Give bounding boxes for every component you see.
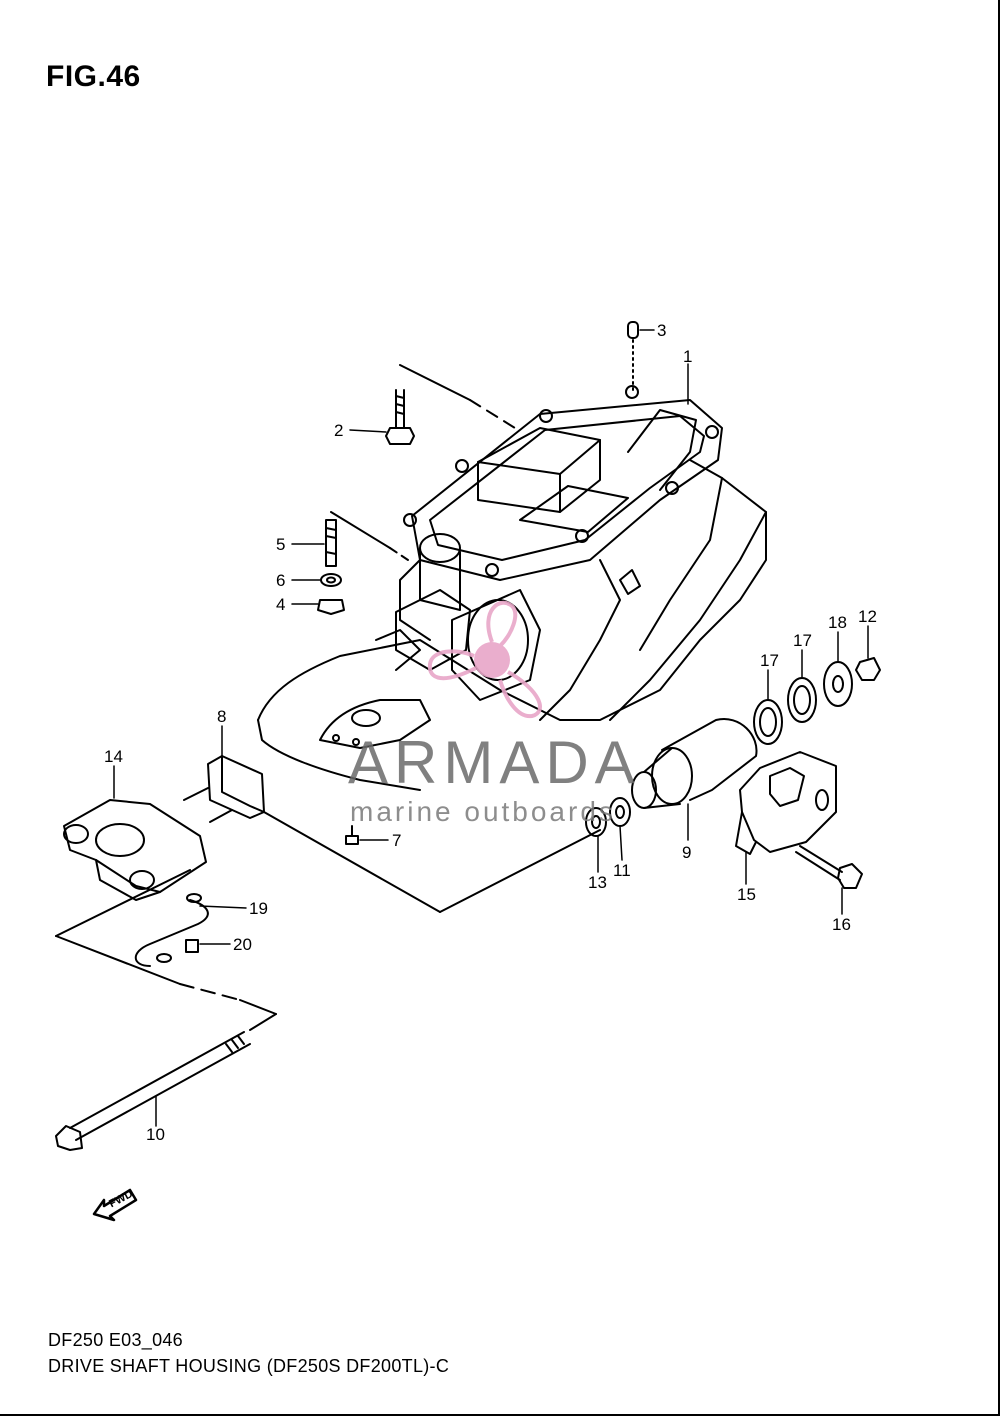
watermark-brand-name: ARMADA — [348, 729, 641, 796]
callout-7: 7 — [392, 831, 401, 850]
cover-bolt-part — [795, 845, 863, 889]
small-bolt-part — [345, 825, 359, 845]
mount-cover-part — [735, 751, 837, 855]
washer-pair-part — [585, 797, 631, 837]
callout-3: 3 — [657, 321, 666, 340]
mount-rubber-part — [631, 718, 758, 809]
callout-8: 8 — [217, 707, 226, 726]
callout-14: 14 — [104, 747, 123, 766]
callout-numbers: 3 1 2 5 6 4 7 8 14 9 11 13 15 16 17 17 1… — [104, 321, 877, 1144]
fwd-label: FWD — [107, 1188, 135, 1210]
ground-wire-part — [134, 893, 209, 967]
callout-13: 13 — [588, 873, 607, 892]
callout-17a: 17 — [760, 651, 779, 670]
callout-12: 12 — [858, 607, 877, 626]
fwd-arrow-icon — [92, 1188, 138, 1222]
callout-16: 16 — [832, 915, 851, 934]
dowel-pin-part — [627, 321, 639, 391]
callout-15: 15 — [737, 885, 756, 904]
watermark-tagline: marine outboards — [350, 796, 616, 827]
drive-shaft-housing-part — [257, 385, 767, 791]
footer-description: DRIVE SHAFT HOUSING (DF250S DF200TL)-C — [48, 1356, 450, 1376]
callout-19: 19 — [249, 899, 268, 918]
callout-2: 2 — [334, 421, 343, 440]
housing-bolt-part — [385, 364, 516, 445]
callout-17b: 17 — [793, 631, 812, 650]
watermark-propeller-icon — [427, 600, 542, 719]
callout-18: 18 — [828, 613, 847, 632]
callout-10: 10 — [146, 1125, 165, 1144]
long-bolt-part — [55, 1013, 277, 1151]
callout-1: 1 — [683, 347, 692, 366]
callout-9: 9 — [682, 843, 691, 862]
callout-6: 6 — [276, 571, 285, 590]
grommet-part — [183, 755, 601, 913]
footer-diagram-code: DF250 E03_046 — [48, 1330, 183, 1350]
callout-leaders — [113, 329, 869, 1127]
clamp-bracket-part — [55, 799, 277, 1015]
callout-11: 11 — [613, 861, 631, 880]
callout-4: 4 — [276, 595, 285, 614]
callout-20: 20 — [233, 935, 252, 954]
figure-title: FIG.46 — [46, 60, 141, 93]
mount-washers-nut-parts — [753, 657, 881, 745]
stud-washer-nut-parts — [317, 511, 409, 615]
callout-5: 5 — [276, 535, 285, 554]
